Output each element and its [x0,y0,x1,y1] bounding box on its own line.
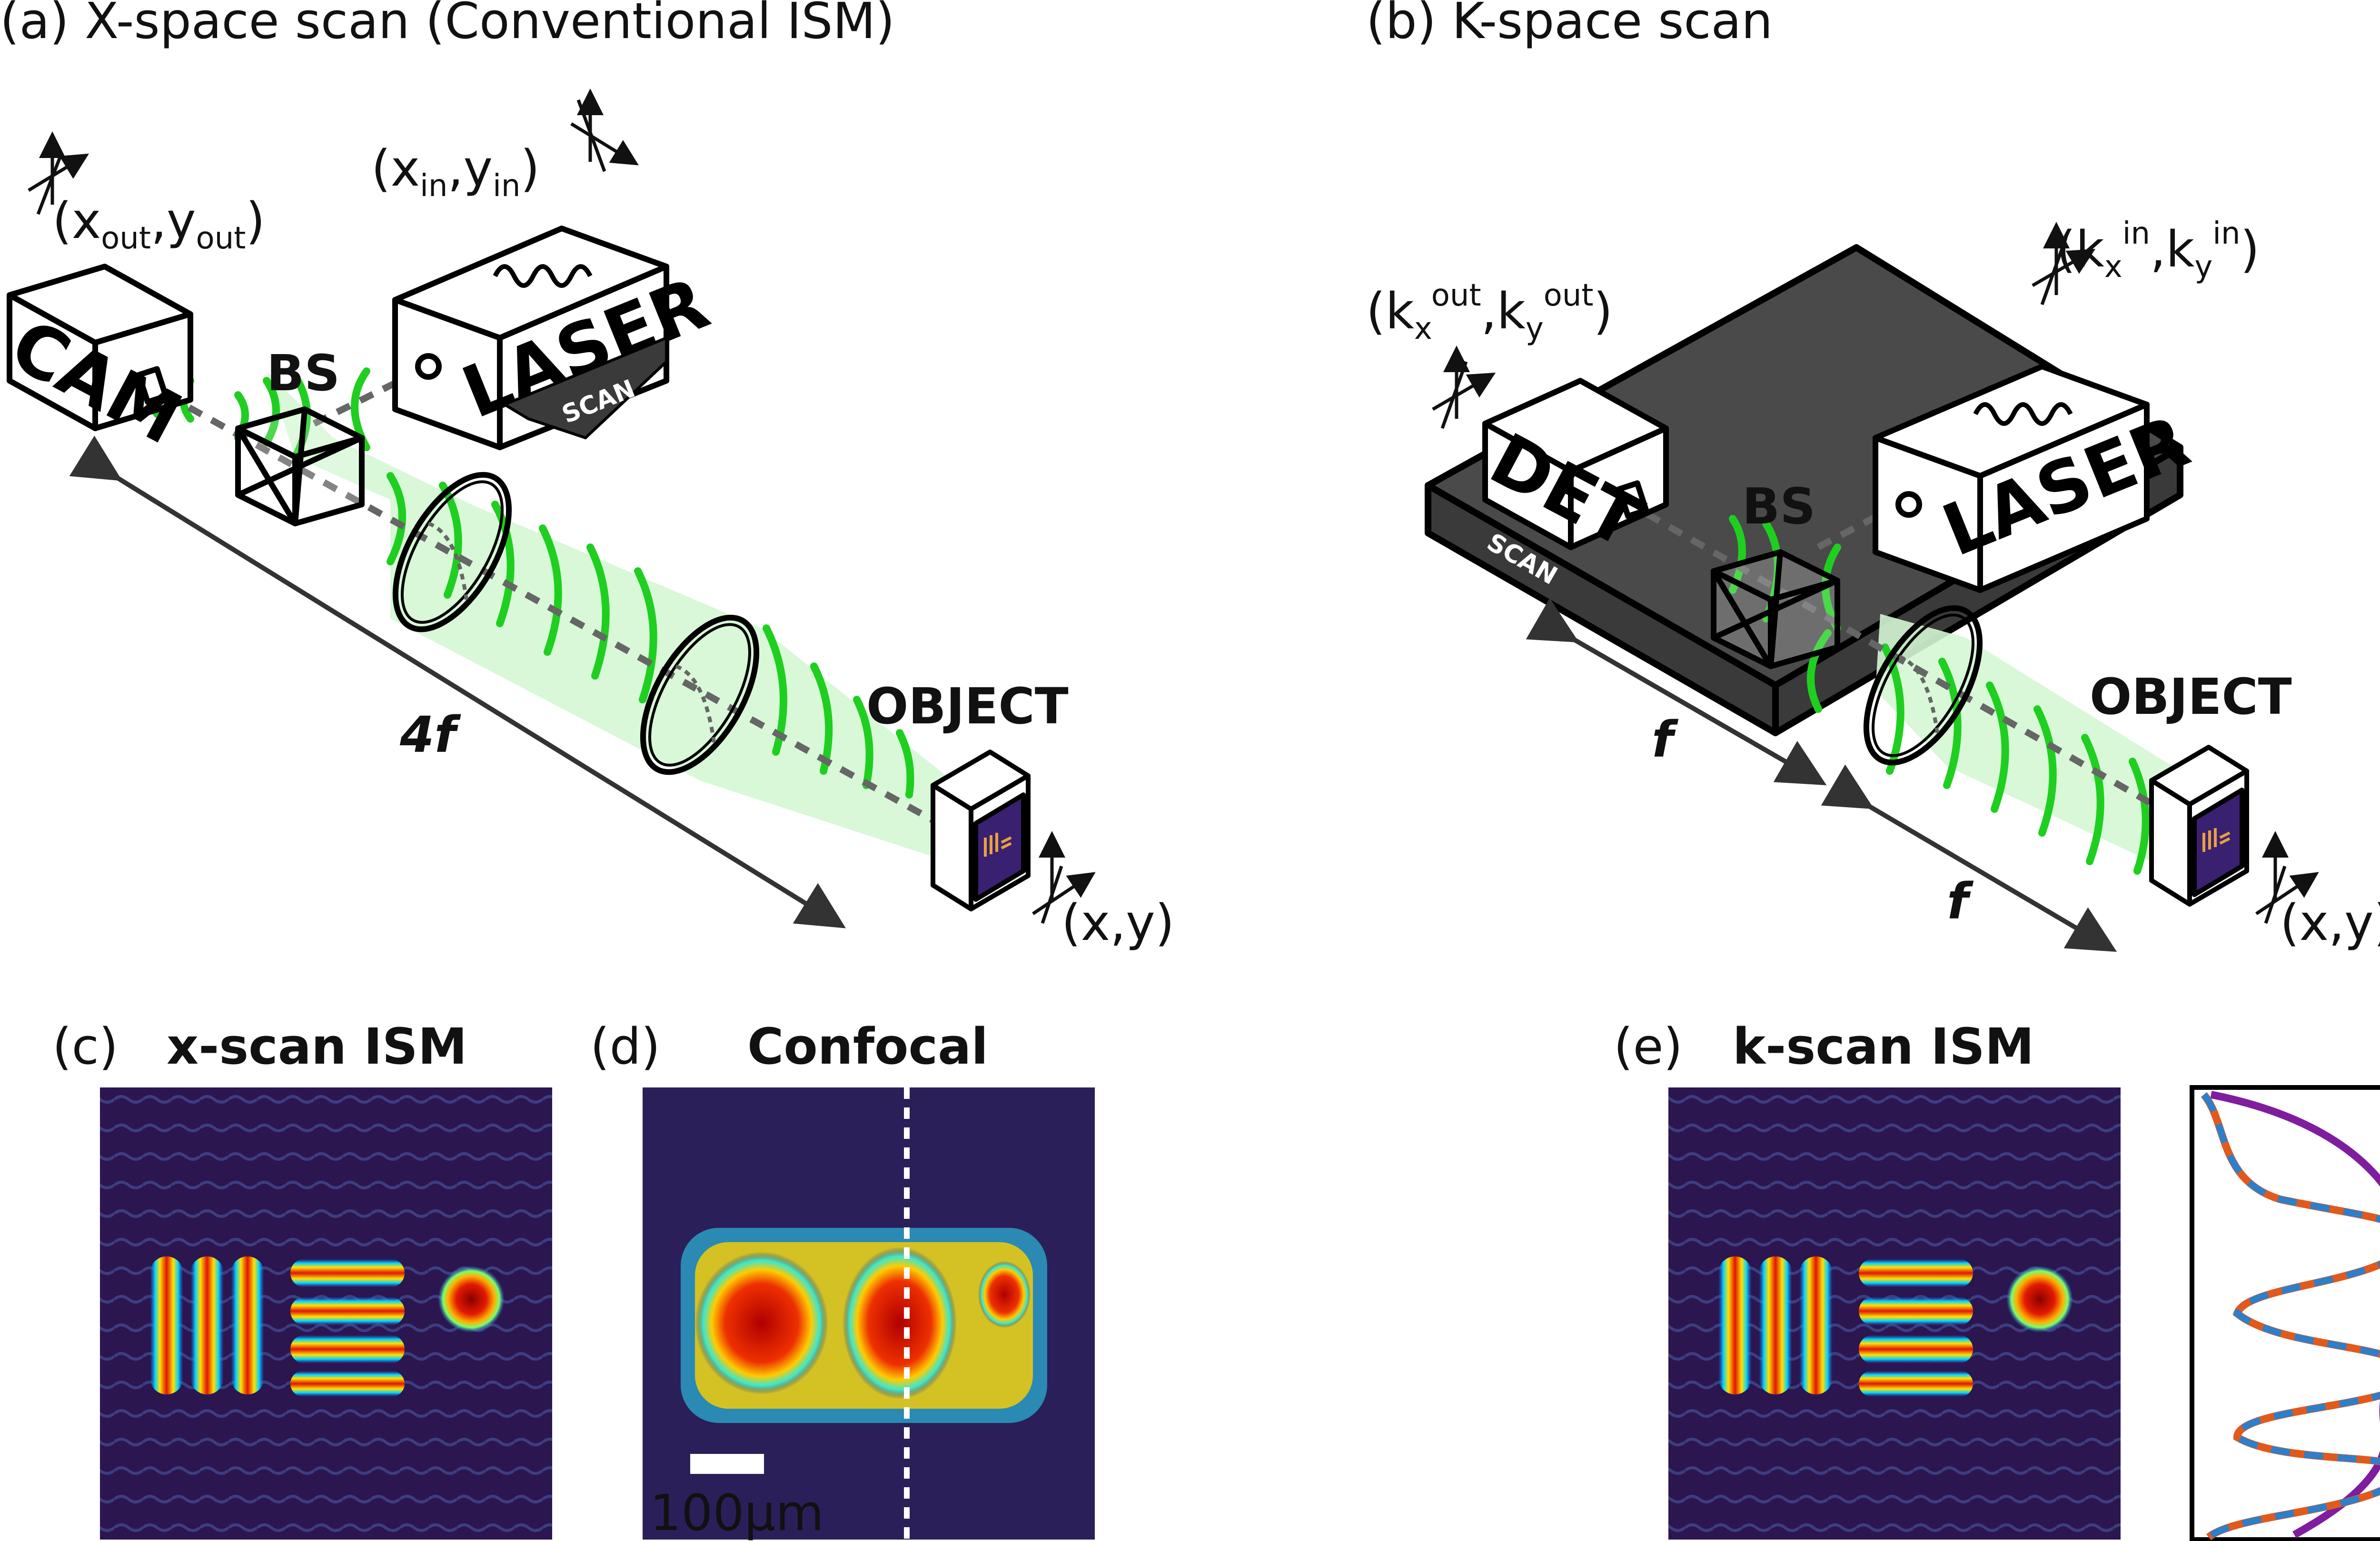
laser-wave-b [1973,402,2073,426]
laser-wave-a [493,264,593,288]
optical-axis-b [1645,511,2163,812]
coord-object-b: (x,y) [2280,894,2380,952]
cam-box [7,264,193,431]
image-confocal: 100μm [643,1087,1095,1541]
scan-stage-a [501,336,668,440]
object-b [2149,745,2249,907]
bs-label-a: BS [267,344,340,402]
scale-bar-label: 100μm [650,1484,824,1541]
panel-c-title: x-scan ISM [167,1017,467,1076]
beam-cone-b [1875,614,2180,866]
det-box [1482,378,1669,550]
object-a [931,750,1031,911]
object-pattern-a [984,833,1012,857]
panel-b-title: (b) K-space scan [1366,0,1773,50]
panel-e-label: (e) [1614,1017,1683,1076]
object-label-b: OBJECT [2090,668,2292,726]
f-label-2: f [1947,872,1974,930]
image-k-scan [1668,1087,2121,1540]
axis-cross-object-a [1032,831,1096,924]
f-arrow-1 [1526,598,1827,785]
axis-cross-det [1432,346,1496,429]
panel-d-label: (d) [590,1017,660,1076]
lens-b [1863,605,1983,766]
panel-d-title: Confocal [747,1017,988,1076]
axis-cross-laser-a [570,89,639,172]
axis-cross-cam [28,131,89,215]
profile-confocal [2210,1091,2380,1538]
coord-k-out: (kxout,kyout) [1366,278,1613,346]
panel-a-setup: CAM LASER SCAN BS [0,89,1174,952]
scale-bar [690,1454,764,1474]
bs-label-b: BS [1742,477,1815,535]
object-pattern-b [2202,828,2231,852]
coord-k-in: (kxin,kyin) [2056,216,2260,285]
f-arrow-2 [1821,764,2117,952]
fourf-arrow [69,435,846,929]
image-x-scan [100,1087,552,1540]
panel-e-title: k-scan ISM [1733,1017,2034,1076]
f-label-1: f [1652,711,1679,769]
coord-in-a: (xin,yin) [371,139,540,204]
panel-a-title: (a) X-space scan (Conventional ISM) [0,0,895,50]
coord-out-a: (xout,yout) [52,192,265,256]
coord-object-a: (x,y) [1061,894,1174,952]
fourf-label: 4f [399,706,461,764]
laser-axis-b [1807,501,1901,555]
object-label-a: OBJECT [866,677,1069,735]
panel-c-label: (c) [52,1017,118,1076]
bs-cube-a [235,406,365,526]
bs-cube-b [1711,549,1840,669]
profile-k-scan [2201,1092,2380,1540]
profile-plot [2190,1085,2380,1541]
panel-b-setup: SCAN SCAN DET [1366,216,2380,952]
axis-cross-object-b [2255,831,2319,924]
axis-cross-laser-b [2032,222,2096,306]
